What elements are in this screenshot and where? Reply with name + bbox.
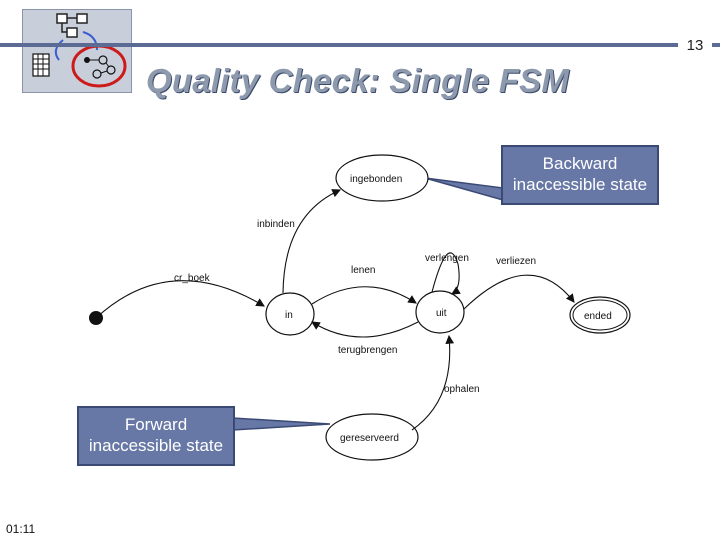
transition-cr-boek-label: cr_boek <box>174 273 211 284</box>
fsm-logo-icon <box>32 13 127 88</box>
app-logo <box>22 9 132 93</box>
state-uit <box>415 290 465 334</box>
callout-backward-inaccessible: Backward inaccessible state <box>501 145 659 205</box>
transition-cr-boek <box>95 280 265 319</box>
header-rule <box>0 43 720 47</box>
transition-verliezen <box>463 274 575 310</box>
backward-callout-pointer <box>424 177 504 201</box>
state-in-label: in <box>285 310 293 321</box>
transition-verliezen-label: verliezen <box>496 256 536 267</box>
state-ended-label: ended <box>584 311 612 322</box>
transition-verlengen <box>431 252 461 295</box>
transition-inbinden-label: inbinden <box>257 219 295 230</box>
state-in <box>265 292 315 336</box>
transition-verlengen-label: verlengen <box>425 253 469 264</box>
transition-terugbrengen-label: terugbrengen <box>338 345 398 356</box>
state-uit-label: uit <box>436 308 447 319</box>
transition-ophalen <box>411 334 455 431</box>
slide-time: 01:11 <box>6 522 36 536</box>
slide-title: Quality Check: Single FSM <box>146 62 570 99</box>
state-ingebonden <box>335 154 429 202</box>
transition-lenen <box>311 286 417 305</box>
transition-lenen-label: lenen <box>351 265 375 276</box>
callout-backward-line1: Backward <box>542 154 618 173</box>
state-gereserveerd <box>325 413 419 461</box>
state-ingebonden-label: ingebonden <box>350 174 402 185</box>
forward-callout-pointer <box>232 417 331 431</box>
callout-forward-line2: inaccessible state <box>88 436 224 455</box>
state-ended-inner <box>572 299 628 331</box>
state-gereserveerd-label: gereserveerd <box>340 433 399 444</box>
transition-ophalen-label: ophalen <box>444 384 480 395</box>
state-ended <box>569 296 631 334</box>
transition-terugbrengen <box>311 321 419 338</box>
callout-forward-inaccessible: Forward inaccessible state <box>77 406 235 466</box>
callout-forward-line1: Forward <box>124 415 188 434</box>
callout-backward-line2: inaccessible state <box>512 175 648 194</box>
page-number: 13 <box>678 35 712 57</box>
transition-inbinden <box>282 189 342 294</box>
